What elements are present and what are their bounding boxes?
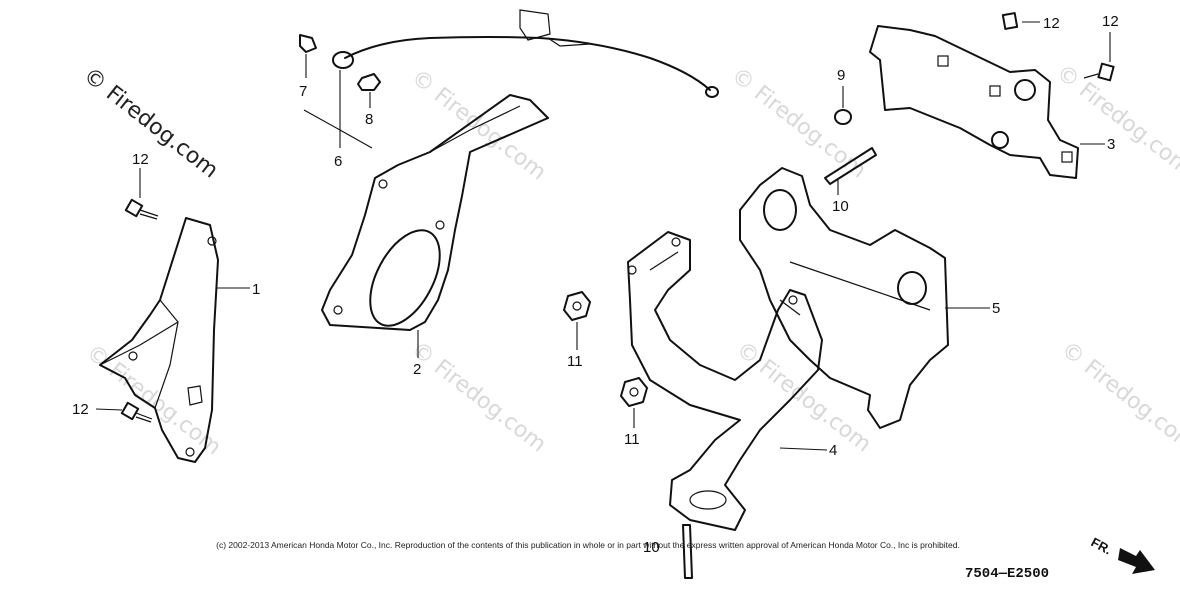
callout-12-left-upper: 12	[132, 151, 149, 168]
callout-4: 4	[829, 442, 837, 459]
callout-11-lower: 11	[624, 431, 640, 448]
bolt-12-top-right-a	[1001, 12, 1019, 30]
callout-12-left-lower: 12	[72, 401, 89, 418]
direction-label: FR.	[1089, 534, 1115, 557]
callout-8: 8	[365, 111, 373, 128]
watermark-faint: © Firedog.com	[1056, 337, 1180, 457]
leader-lines	[95, 21, 1111, 451]
callout-11-upper: 11	[567, 353, 583, 370]
bolt-12-top-right-b	[1083, 62, 1115, 82]
watermark-faint: © Firedog.com	[81, 340, 225, 460]
callout-10-upper: 10	[832, 198, 849, 215]
callout-10-lower: 10	[643, 539, 660, 556]
bolt-12-left-lower	[120, 401, 153, 423]
callout-12-top-right: 12	[1043, 15, 1060, 32]
part-8-nut	[357, 73, 381, 91]
part-1-bracket	[99, 217, 219, 463]
nut-11-upper	[563, 291, 591, 321]
part-5-plate	[739, 167, 949, 429]
diagram-code: 7504—E2500	[965, 566, 1049, 582]
part-10-stud-upper	[824, 147, 877, 185]
part-10-stud-lower	[682, 524, 693, 579]
watermark-faint: © Firedog.com	[406, 337, 550, 457]
watermark-faint: © Firedog.com	[726, 63, 870, 183]
bolt-12-left-upper	[124, 198, 159, 220]
callout-7: 7	[299, 83, 307, 100]
callout-2: 2	[413, 361, 421, 378]
callout-6: 6	[334, 153, 342, 170]
callout-12-far-right: 12	[1102, 13, 1119, 30]
callout-1: 1	[252, 281, 260, 298]
callout-5: 5	[992, 300, 1000, 317]
part-6-cable	[332, 9, 719, 98]
nut-11-lower	[620, 377, 648, 407]
front-direction-arrow-icon	[1118, 548, 1155, 574]
part-4-pipe	[627, 231, 823, 531]
part-7-clip	[299, 34, 317, 53]
callout-3: 3	[1107, 136, 1115, 153]
part-2-plate	[321, 94, 549, 331]
watermark-main: © Firedog.com	[78, 63, 222, 183]
callout-9: 9	[837, 67, 845, 84]
part-9-washer	[834, 109, 852, 125]
copyright-notice: (c) 2002-2013 American Honda Motor Co., …	[216, 540, 960, 550]
part-3-bracket	[869, 25, 1079, 179]
